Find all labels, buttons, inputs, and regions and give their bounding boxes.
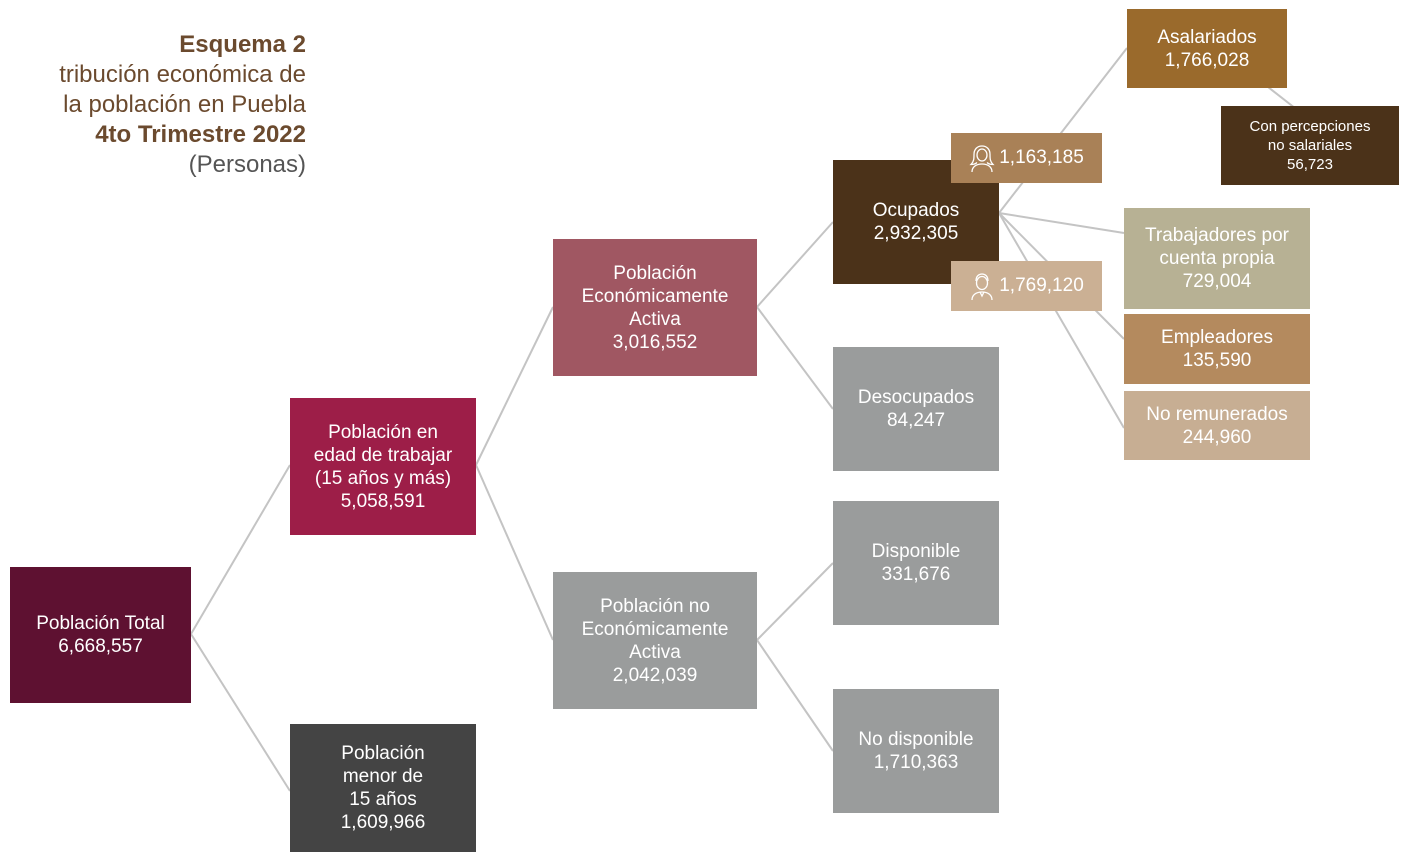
title-line-2: la población en Puebla [63, 91, 306, 118]
node-label: Desocupados [857, 387, 975, 408]
period-label: 4to Trimestre 2022 [95, 121, 306, 148]
poblacion-edad-trabajar-box: Población en edad de trabajar (15 años y… [290, 398, 476, 535]
unit-label: (Personas) [188, 151, 306, 178]
cuenta-propia-box: Trabajadores por cuenta propia 729,004 [1124, 208, 1310, 309]
node-label: Activa [629, 308, 681, 330]
node-label: Población no [600, 595, 710, 617]
node-value: 3,016,552 [612, 331, 698, 353]
node-label: Empleadores [1161, 327, 1273, 348]
node-label: menor de [342, 766, 424, 787]
node-value: 1,710,363 [873, 752, 959, 773]
pnea-box: Población no Económicamente Activa 2,042… [553, 572, 757, 709]
connector-line [475, 464, 554, 641]
node-label: Con percepciones [1249, 118, 1371, 135]
mujeres-ocupadas-badge: 1,163,185 [951, 133, 1102, 183]
node-label: No remunerados [1146, 403, 1288, 425]
asalariados-box: Asalariados 1,766,028 [1127, 9, 1287, 88]
node-value: 6,668,557 [58, 636, 143, 657]
connector-line [190, 464, 291, 635]
node-label: Asalariados [1157, 26, 1257, 48]
disponible-box: Disponible 331,676 [833, 501, 999, 625]
connector-line [998, 212, 1125, 234]
node-label: edad de trabajar [313, 444, 453, 466]
node-label: Económicamente [581, 285, 729, 307]
poblacion-menor-15-box: Población menor de 15 años 1,609,966 [290, 724, 476, 852]
node-label: 15 años [349, 789, 417, 810]
woman-icon [969, 145, 995, 173]
node-label: Activa [629, 641, 681, 663]
node-value: 84,247 [886, 410, 946, 431]
node-value: 729,004 [1182, 271, 1252, 292]
node-value: 135,590 [1182, 350, 1252, 371]
connector-line [998, 47, 1128, 214]
node-label: Población [613, 262, 697, 284]
node-label: no salariales [1267, 137, 1353, 154]
connector-line [190, 633, 291, 792]
node-label: (15 años y más) [314, 467, 452, 489]
desocupados-box: Desocupados 84,247 [833, 347, 999, 471]
node-value: 2,932,305 [873, 223, 959, 244]
connector-line [756, 562, 834, 641]
node-label: Disponible [871, 541, 961, 562]
node-value: 244,960 [1182, 426, 1252, 448]
man-icon [971, 273, 993, 301]
connector-line [756, 639, 834, 752]
node-label: Económicamente [581, 618, 729, 640]
empleadores-box: Empleadores 135,590 [1124, 314, 1310, 384]
node-value: 5,058,591 [340, 490, 426, 512]
connector-line [756, 221, 834, 308]
node-label: cuenta propia [1159, 248, 1275, 269]
no-remunerados-box: No remunerados 244,960 [1124, 391, 1310, 460]
pea-box: Población Económicamente Activa 3,016,55… [553, 239, 757, 376]
chart-title-block: Esquema 2 tribución económica de la pobl… [59, 30, 306, 180]
scheme-label: Esquema 2 [179, 31, 306, 58]
connector-line [475, 306, 554, 466]
no-disponible-box: No disponible 1,710,363 [833, 689, 999, 813]
badge-value: 1,163,185 [999, 147, 1084, 168]
badge-value: 1,769,120 [999, 275, 1084, 296]
title-line-1: tribución económica de [59, 61, 306, 88]
percepciones-no-salariales-box: Con percepciones no salariales 56,723 [1221, 106, 1399, 185]
node-label: Población [341, 743, 425, 764]
node-label: Población en [328, 421, 438, 443]
poblacion-total-box: Población Total 6,668,557 [10, 567, 191, 703]
node-value: 1,609,966 [340, 812, 426, 833]
node-value: 56,723 [1287, 156, 1333, 173]
node-value: 2,042,039 [612, 664, 698, 686]
node-label: Ocupados [872, 200, 960, 221]
node-value: 1,766,028 [1164, 49, 1250, 71]
connector-line [998, 212, 1125, 429]
connector-line [756, 306, 834, 410]
node-label: No disponible [858, 729, 974, 750]
node-value: 331,676 [881, 564, 951, 585]
hombres-ocupados-badge: 1,769,120 [951, 261, 1102, 311]
node-label: Trabajadores por [1145, 225, 1289, 246]
node-label: Población Total [36, 613, 165, 634]
